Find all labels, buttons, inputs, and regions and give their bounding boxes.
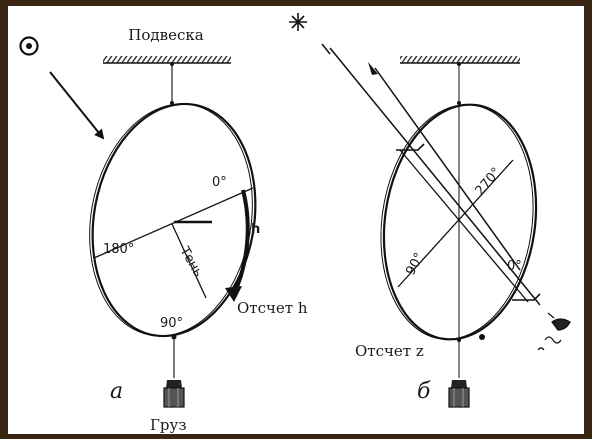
degree-label-0-b: 0° xyxy=(507,259,522,274)
arc-h xyxy=(231,189,250,297)
ring-b-inner xyxy=(380,104,534,340)
ceiling-hatch-a xyxy=(103,56,231,63)
shadow-label: Тень xyxy=(176,244,206,280)
reading-z-marker xyxy=(479,334,485,340)
degree-label-180-a: 180° xyxy=(103,242,134,257)
caption-a: а xyxy=(110,379,123,404)
shadow-line xyxy=(171,223,207,299)
h-label: h xyxy=(251,222,260,237)
weight-icon-b xyxy=(448,380,470,408)
degree-label-270-b: 270° xyxy=(473,165,505,199)
degree-label-0-a: 0° xyxy=(212,175,227,190)
sun-symbol-icon xyxy=(19,36,39,56)
diameter-90-270 xyxy=(397,159,514,288)
diameter-0-180-b xyxy=(399,149,529,303)
sun-ray-arrow xyxy=(49,71,105,140)
ring-a-inner xyxy=(89,103,253,337)
arc-h-arrowhead xyxy=(225,286,242,302)
diagram-b: 270° 90° 0° Отсчет z б xyxy=(289,13,571,408)
ceiling-hatch-b xyxy=(400,56,520,63)
eye-icon xyxy=(537,312,571,351)
reading-h-label: Отсчет h xyxy=(237,299,308,317)
degree-label-90-a: 90° xyxy=(160,316,183,331)
figure-panel xyxy=(8,6,584,434)
sight-vane-top xyxy=(396,143,425,151)
degree-label-90-b: 90° xyxy=(403,250,427,277)
reading-z-label: Отсчет z xyxy=(355,342,424,360)
star-ray-2 xyxy=(374,67,521,271)
star-ray-1 xyxy=(329,47,541,306)
sight-vane-bottom xyxy=(512,293,541,301)
star-icon xyxy=(289,13,307,31)
weight-label: Груз xyxy=(150,416,187,434)
weight-icon-a xyxy=(163,380,185,408)
diagram-a: Подвеска 0° 180° 90° h Тень Отсчет h а Г… xyxy=(19,26,308,434)
caption-b: б xyxy=(417,379,431,404)
diameter-0-180 xyxy=(93,187,254,259)
suspension-label: Подвеска xyxy=(128,26,203,44)
